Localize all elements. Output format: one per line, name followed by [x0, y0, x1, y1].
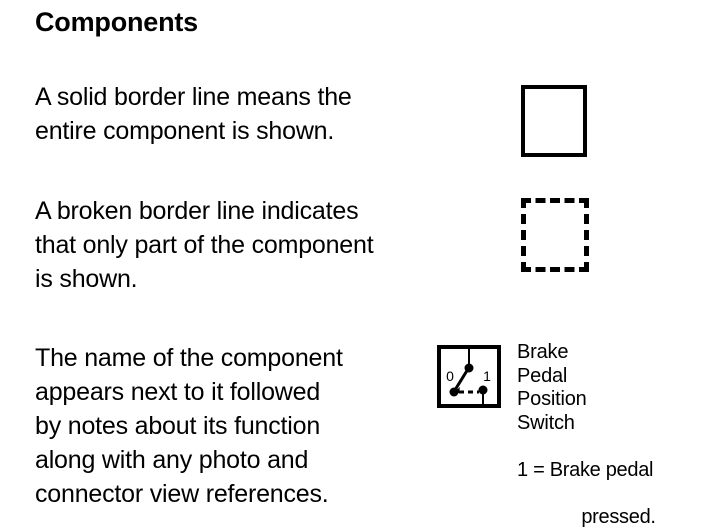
- switch-label-1: 1: [483, 368, 491, 384]
- broken-border-example-box: [521, 198, 589, 272]
- component-note-line-1: 1 = Brake pedal: [517, 458, 654, 481]
- page-title: Components: [35, 7, 198, 37]
- component-name-line-1: Brake: [517, 341, 569, 363]
- switch-label-0: 0: [446, 368, 454, 384]
- paragraph-broken-border: A broken border line indicates that only…: [35, 197, 374, 293]
- component-note: 1 = Brake pedal pressed.: [517, 435, 702, 530]
- component-name-line-2: Pedal: [517, 364, 568, 387]
- solid-border-example-box: [521, 85, 587, 157]
- paragraph-solid-border: A solid border line means the entire com…: [35, 83, 352, 145]
- component-name-line-4: Switch: [517, 411, 575, 434]
- switch-pivot-dot: [449, 387, 459, 397]
- paragraph-component-name: The name of the component appears next t…: [35, 344, 343, 508]
- switch-symbol-diagram: 0 1: [437, 345, 501, 408]
- switch-symbol-svg: 0 1: [437, 345, 501, 408]
- component-note-line-2: pressed.: [581, 505, 656, 528]
- switch-border: [437, 345, 501, 408]
- component-label-block: Brake Pedal Position Switch 1 = Brake pe…: [517, 341, 702, 530]
- switch-blade: [453, 368, 470, 391]
- component-name-line-3: Position: [517, 388, 587, 410]
